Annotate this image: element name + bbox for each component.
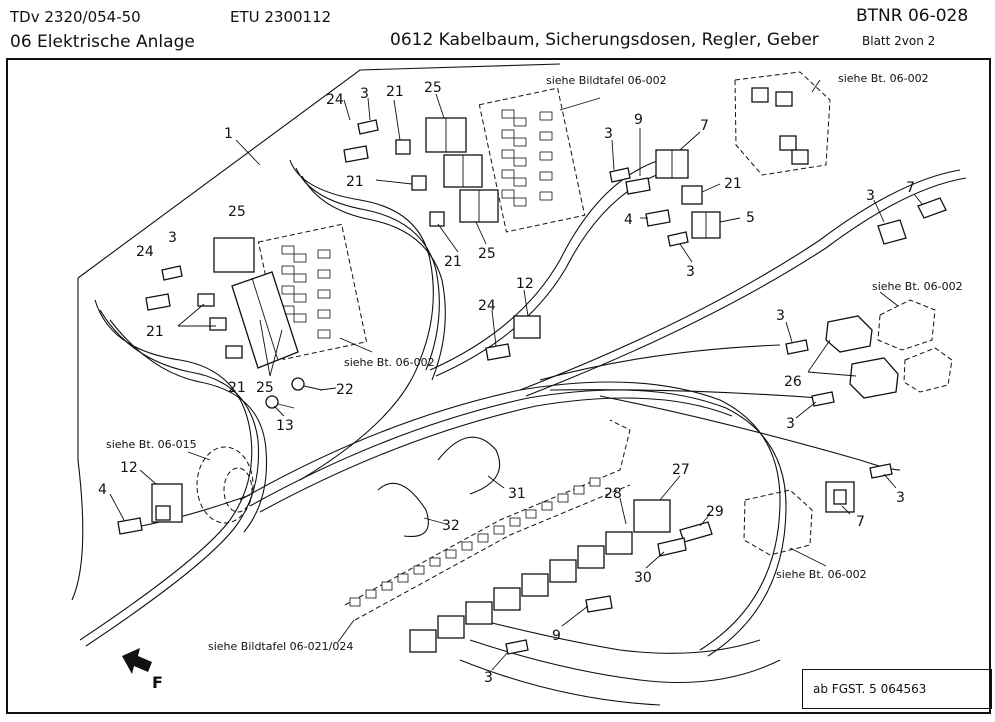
label-28: 28 — [604, 486, 622, 502]
reference-labels: siehe Bildtafel 06-002 siehe Bt. 06-002 … — [106, 72, 963, 653]
relay-socket-right-mid — [877, 299, 953, 393]
label-4: 4 — [98, 482, 107, 498]
section-title: 06 Elektrische Anlage — [10, 32, 195, 52]
label-3: 3 — [360, 86, 369, 102]
label-3: 3 — [786, 416, 795, 432]
label-4: 4 — [624, 212, 633, 228]
label-9: 9 — [552, 628, 561, 644]
relay-socket-015 — [196, 446, 254, 524]
drawing-frame — [6, 58, 991, 714]
relay-socket-bottom-right — [743, 489, 813, 556]
harness-wires — [79, 159, 967, 706]
connector-29-30 — [657, 521, 713, 557]
fuse-box-top — [478, 87, 586, 233]
connector-4-9-terminals — [117, 177, 671, 613]
label-24: 24 — [136, 244, 154, 260]
label-5: 5 — [746, 210, 755, 226]
connector-3-terminals — [161, 119, 907, 655]
relay-socket-top-right — [734, 71, 831, 176]
connector-7 — [655, 149, 947, 513]
clamp-31 — [437, 436, 501, 495]
label-3: 3 — [776, 308, 785, 324]
label-3: 3 — [896, 490, 905, 506]
label-13: 13 — [276, 418, 294, 434]
label-24: 24 — [478, 298, 496, 314]
label-32: 32 — [442, 518, 460, 534]
label-9: 9 — [634, 112, 643, 128]
label-3: 3 — [484, 670, 493, 686]
label-25: 25 — [256, 380, 274, 396]
clamp-32 — [377, 482, 429, 538]
ref-bildtafel-top: siehe Bildtafel 06-002 — [546, 74, 667, 87]
ref-bt-right-mid: siehe Bt. 06-002 — [872, 280, 963, 293]
label-21: 21 — [724, 176, 742, 192]
label-22: 22 — [336, 382, 354, 398]
label-1: 1 — [224, 126, 233, 142]
label-31: 31 — [508, 486, 526, 502]
direction-label: F — [152, 673, 163, 692]
ref-bt-bottom-right: siehe Bt. 06-002 — [776, 568, 867, 581]
connector-25 — [213, 117, 499, 369]
label-3: 3 — [686, 264, 695, 280]
ring-terminals-13-22 — [265, 377, 323, 409]
label-21: 21 — [444, 254, 462, 270]
label-25: 25 — [228, 204, 246, 220]
label-27: 27 — [672, 462, 690, 478]
connector-12 — [151, 315, 541, 523]
btnr-number: BTNR 06-028 — [856, 6, 969, 26]
page-title: 0612 Kabelbaum, Sicherungsdosen, Regler,… — [390, 30, 819, 50]
label-3: 3 — [866, 188, 875, 204]
leader-lines — [109, 79, 923, 671]
direction-arrow-icon: F — [122, 648, 163, 692]
etu-number: ETU 2300112 — [230, 8, 332, 26]
label-7: 7 — [700, 118, 709, 134]
connector-5 — [691, 211, 721, 239]
relay-row-28 — [409, 499, 671, 653]
label-7: 7 — [906, 180, 915, 196]
sheet-number: Blatt 2von 2 — [862, 34, 936, 48]
fuse-box-left — [257, 223, 368, 361]
label-29: 29 — [706, 504, 724, 520]
label-3: 3 — [168, 230, 177, 246]
label-7: 7 — [856, 514, 865, 530]
label-21: 21 — [386, 84, 404, 100]
label-25: 25 — [478, 246, 496, 262]
ref-bt-top-right: siehe Bt. 06-002 — [838, 72, 929, 85]
ref-bt-left-fuse: siehe Bt. 06-002 — [344, 356, 435, 369]
connector-24-terminals — [145, 145, 511, 361]
label-21: 21 — [146, 324, 164, 340]
footer-note: ab FGST. 5 064563 — [802, 669, 992, 709]
fuse-strip-bottom — [344, 419, 631, 621]
connector-26 — [825, 315, 899, 399]
ref-bildtafel-bottom: siehe Bildtafel 06-021/024 — [208, 640, 353, 653]
connector-21 — [197, 139, 703, 359]
label-30: 30 — [634, 570, 652, 586]
label-21: 21 — [346, 174, 364, 190]
part-labels: 1 24 3 21 25 21 21 25 25 24 3 21 21 25 2… — [98, 80, 915, 686]
label-26: 26 — [784, 374, 802, 390]
label-12: 12 — [120, 460, 138, 476]
ref-bt-015: siehe Bt. 06-015 — [106, 438, 197, 451]
label-12: 12 — [516, 276, 534, 292]
label-21: 21 — [228, 380, 246, 396]
label-24: 24 — [326, 92, 344, 108]
doc-number: TDv 2320/054-50 — [10, 8, 141, 26]
label-25: 25 — [424, 80, 442, 96]
label-3: 3 — [604, 126, 613, 142]
